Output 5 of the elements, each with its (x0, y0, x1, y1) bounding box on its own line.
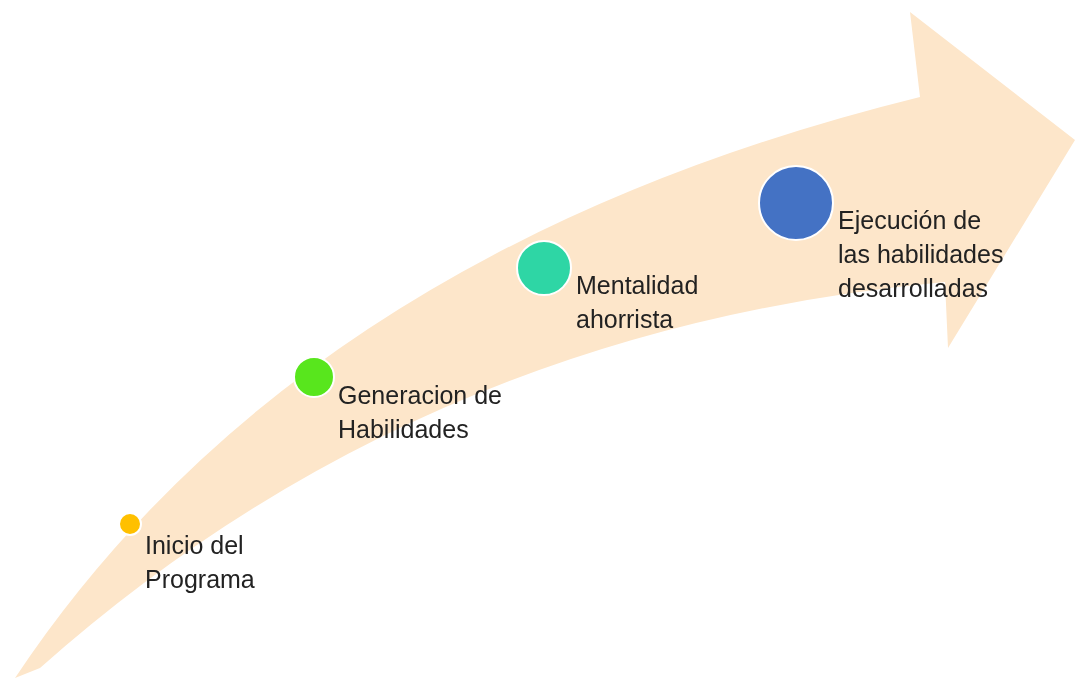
step-label: Inicio del Programa (145, 530, 256, 595)
step-label: Ejecución de las habilidades desarrolladas (838, 205, 1005, 304)
step-circle (118, 512, 142, 536)
step-label: Mentalidad ahorrista (576, 270, 700, 335)
step-label: Generacion de Habilidades (338, 380, 503, 445)
